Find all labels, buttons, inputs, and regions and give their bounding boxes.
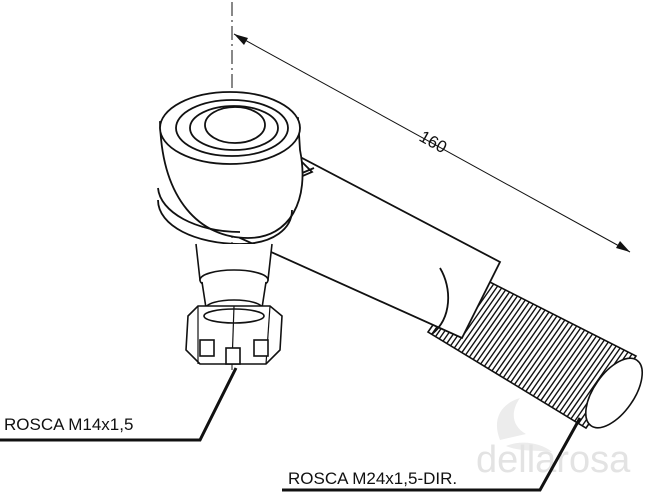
thread-groove: [559, 341, 609, 413]
thread-groove: [468, 293, 515, 358]
small-thread-label: ROSCA M14x1,5: [4, 415, 133, 434]
thread-groove: [483, 301, 530, 367]
thread-groove: [457, 287, 503, 351]
dimension-line: [233, 33, 631, 253]
dimension-value: 160: [416, 127, 450, 157]
stud-and-nut: [185, 243, 283, 365]
thread-groove: [555, 339, 605, 411]
thread-groove: [540, 331, 590, 401]
small-thread-leader: [0, 367, 238, 442]
thread-groove: [547, 335, 598, 406]
shank-end-face: [585, 357, 643, 429]
thread-groove: [551, 337, 602, 408]
watermark-wing-icon: [496, 398, 552, 452]
thread-groove: [461, 289, 507, 353]
watermark-text: dellarosa: [476, 439, 631, 481]
thread-groove: [502, 311, 550, 379]
thread-groove: [510, 315, 558, 383]
thread-groove: [498, 309, 546, 376]
thread-groove: [532, 327, 582, 397]
thread-groove: [472, 295, 519, 360]
thread-groove: [566, 345, 617, 417]
thread-groove: [521, 321, 570, 390]
thread-groove: [476, 297, 522, 363]
thread-groove: [487, 303, 534, 369]
thread-groove: [517, 319, 566, 388]
thread-groove: [491, 305, 538, 372]
thread-groove: [562, 343, 613, 415]
thread-groove: [536, 329, 586, 399]
large-thread-label: ROSCA M24x1,5-DIR.: [288, 469, 457, 488]
thread-groove: [506, 313, 554, 381]
ball-stud-top: [204, 106, 266, 144]
large-thread-leader: [282, 417, 582, 492]
thread-groove: [480, 299, 526, 365]
thread-groove: [513, 317, 562, 385]
thread-groove: [544, 333, 594, 404]
thread-groove: [465, 291, 511, 356]
watermark-logo: dellarosa: [476, 398, 631, 481]
ball-socket-head: [157, 91, 304, 245]
thread-groove: [495, 307, 542, 374]
thread-groove: [528, 325, 578, 395]
thread-groove: [525, 323, 574, 392]
